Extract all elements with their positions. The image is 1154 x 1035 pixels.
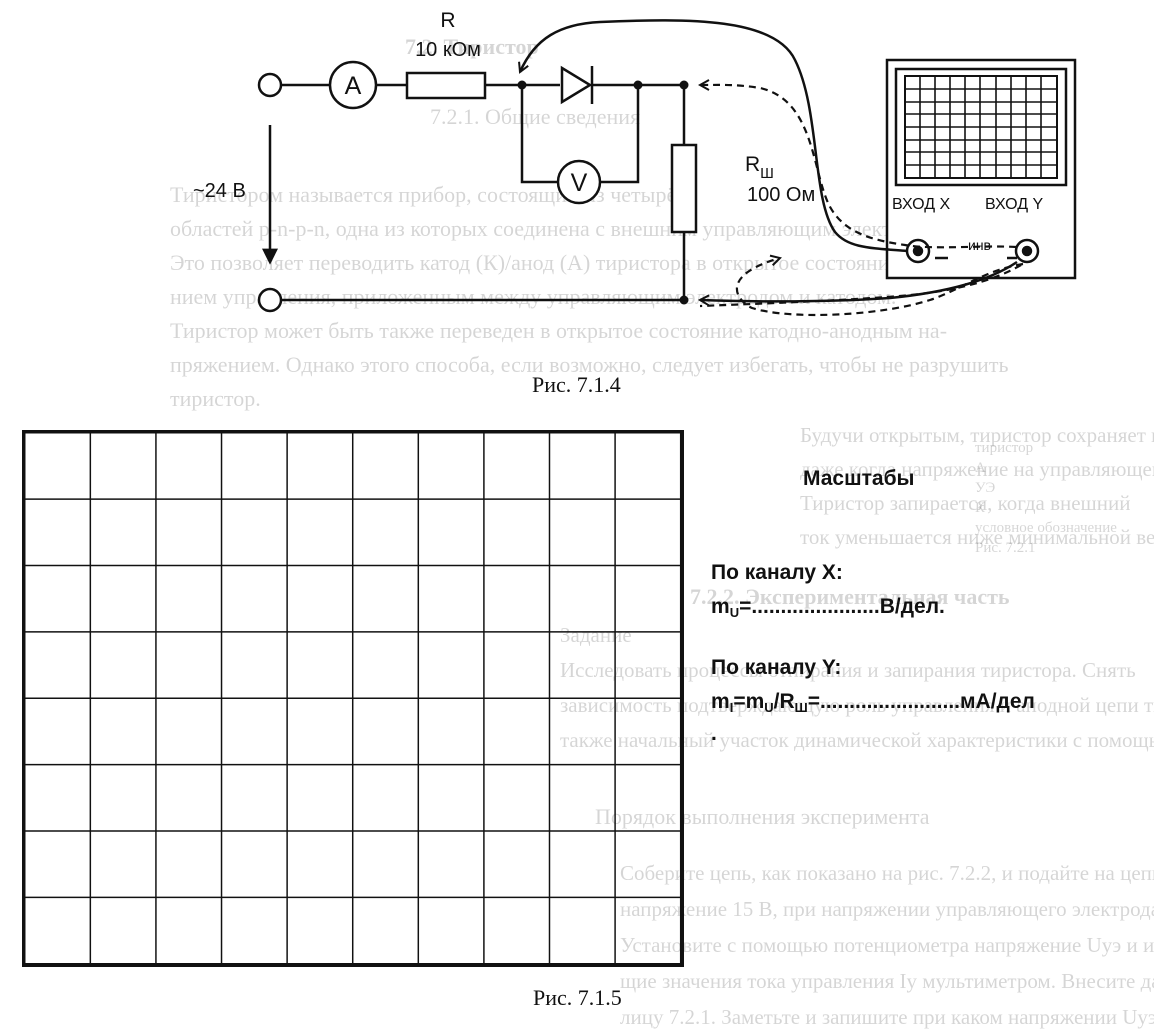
ghost-line: Это позволяет переводить катод (К)/анод … [170,250,991,275]
ghost-title-1: 7.2. Тиристор [405,34,539,59]
figure-caption-7-1-5: Рис. 7.1.5 [533,985,622,1010]
cable-dashed-ret [699,264,1022,308]
cable-dashed-ext [735,258,1024,317]
resistor-value: 10 кОм [415,39,481,61]
scales-title: Масштабы [803,467,915,490]
invert-label: инв [968,237,991,253]
ghost-title-2: 7.2.1. Общие сведения [430,104,641,129]
ghost-line: даже когда напряжение на управляющем эле… [800,457,1154,481]
ammeter-label: A [345,72,362,100]
ghost-text-mid: Будучи открытым, тиристор сохраняет пров… [800,418,1154,554]
ghost-line: областей p-n-p-n, одна из которых соедин… [170,216,1005,241]
ammeter-icon [328,60,378,110]
cable-solid-y [700,260,1018,301]
ghost-line: К [975,500,986,516]
y-channel-formula: mI=mU/RШ=........................мА/дел [711,690,1035,715]
ghost-subtitle: 7.2.2. Экспериментальная часть [690,584,1010,609]
y-formula-sub-sh: Ш [794,700,808,715]
y-formula-slash: /R [773,690,795,713]
source-voltage: ~24 В [193,180,246,202]
ghost-line: Тиристор может быть также переведен в от… [170,318,948,343]
circuit-diagram: A R 10 кОм V RШ 100 Ом ~24 В ВХОД X ВХОД… [193,9,1077,317]
ghost-line: пряжением. Однако этого способа, если во… [170,352,1009,377]
x-channel-heading: По каналу X: [711,561,843,584]
ghost-line: Рис. 7.2.1 [975,540,1036,556]
y-formula-sub-i: I [729,700,734,715]
ghost-line: А [975,460,986,476]
shunt-label: RШ [745,153,774,182]
input-y-label: ВХОД Y [985,196,1043,213]
ghost-line: тиристор. [170,386,261,411]
voltmeter-label: V [571,169,588,197]
resistor-label: R [440,9,455,32]
x-channel-formula: mU=......................В/дел. [711,595,945,620]
diode-icon [560,65,594,105]
cable-dashed-y [700,85,1017,249]
y-formula-eq: =m [733,690,765,713]
x-formula-sub: U [729,605,740,620]
ghost-line: щие значения тока управления Iу мультиме… [620,969,1154,993]
terminal-top [257,72,283,98]
voltmeter-icon [556,159,602,205]
junction-dot [679,80,689,90]
junction-dot [633,80,643,90]
x-formula-m: m [711,595,730,618]
ghost-line: лицу 7.2.1. Заметьте и запишите при како… [620,1005,1154,1029]
ghost-line: условное обозначение [975,520,1117,536]
ghost-line: Тиристором называется прибор, состоящий … [170,182,688,207]
ghost-line: УЭ [975,480,996,496]
ghost-line: Соберите цепь, как показано на рис. 7.2.… [620,861,1154,885]
y-formula-tail: . [711,722,717,745]
ghost-line: Будучи открытым, тиристор сохраняет пров… [800,423,1154,447]
ghost-text-right: тиристор А УЭ К условное обозначение Рис… [975,438,1117,558]
ghost-text-bottom-2: Соберите цепь, как показано на рис. 7.2.… [620,855,1154,1035]
shunt-resistor-icon [670,143,698,234]
shunt-label-main: R [745,153,760,176]
ghost-line: Установите с помощью потенциометра напря… [620,933,1154,957]
ghost-line: тиристор [975,440,1034,456]
y-formula-sub-u: U [764,700,774,715]
resistor-icon [405,71,487,100]
ghost-line: нием управления, приложенным между управ… [170,284,897,309]
input-x-label: ВХОД X [892,196,950,213]
x-formula-rest: =......................В/дел. [739,595,945,618]
oscilloscope-grid [22,430,684,967]
cable-solid-x [520,19,908,253]
ghost-text-top: Тиристором называется прибор, состоящий … [170,178,1008,416]
oscilloscope-icon [885,58,1077,280]
shunt-value: 100 Ом [747,184,815,206]
y-channel-heading: По каналу Y: [711,656,842,679]
ghost-line: напряжение 15 В, при напряжении управляю… [620,897,1154,921]
shunt-label-sub: Ш [760,165,774,182]
ghost-line: ток уменьшается ниже минимальной величин… [800,525,1154,549]
terminal-bottom [257,287,283,313]
y-formula-rest: =........................мА/дел [807,690,1035,713]
ghost-line: Тиристор запирается, когда внешний [800,491,1131,515]
junction-dot [517,80,527,90]
figure-caption-7-1-4: Рис. 7.1.4 [532,372,621,397]
y-formula-m1: m [711,690,730,713]
input-y-jack [1007,238,1040,264]
junction-dot [679,295,689,305]
